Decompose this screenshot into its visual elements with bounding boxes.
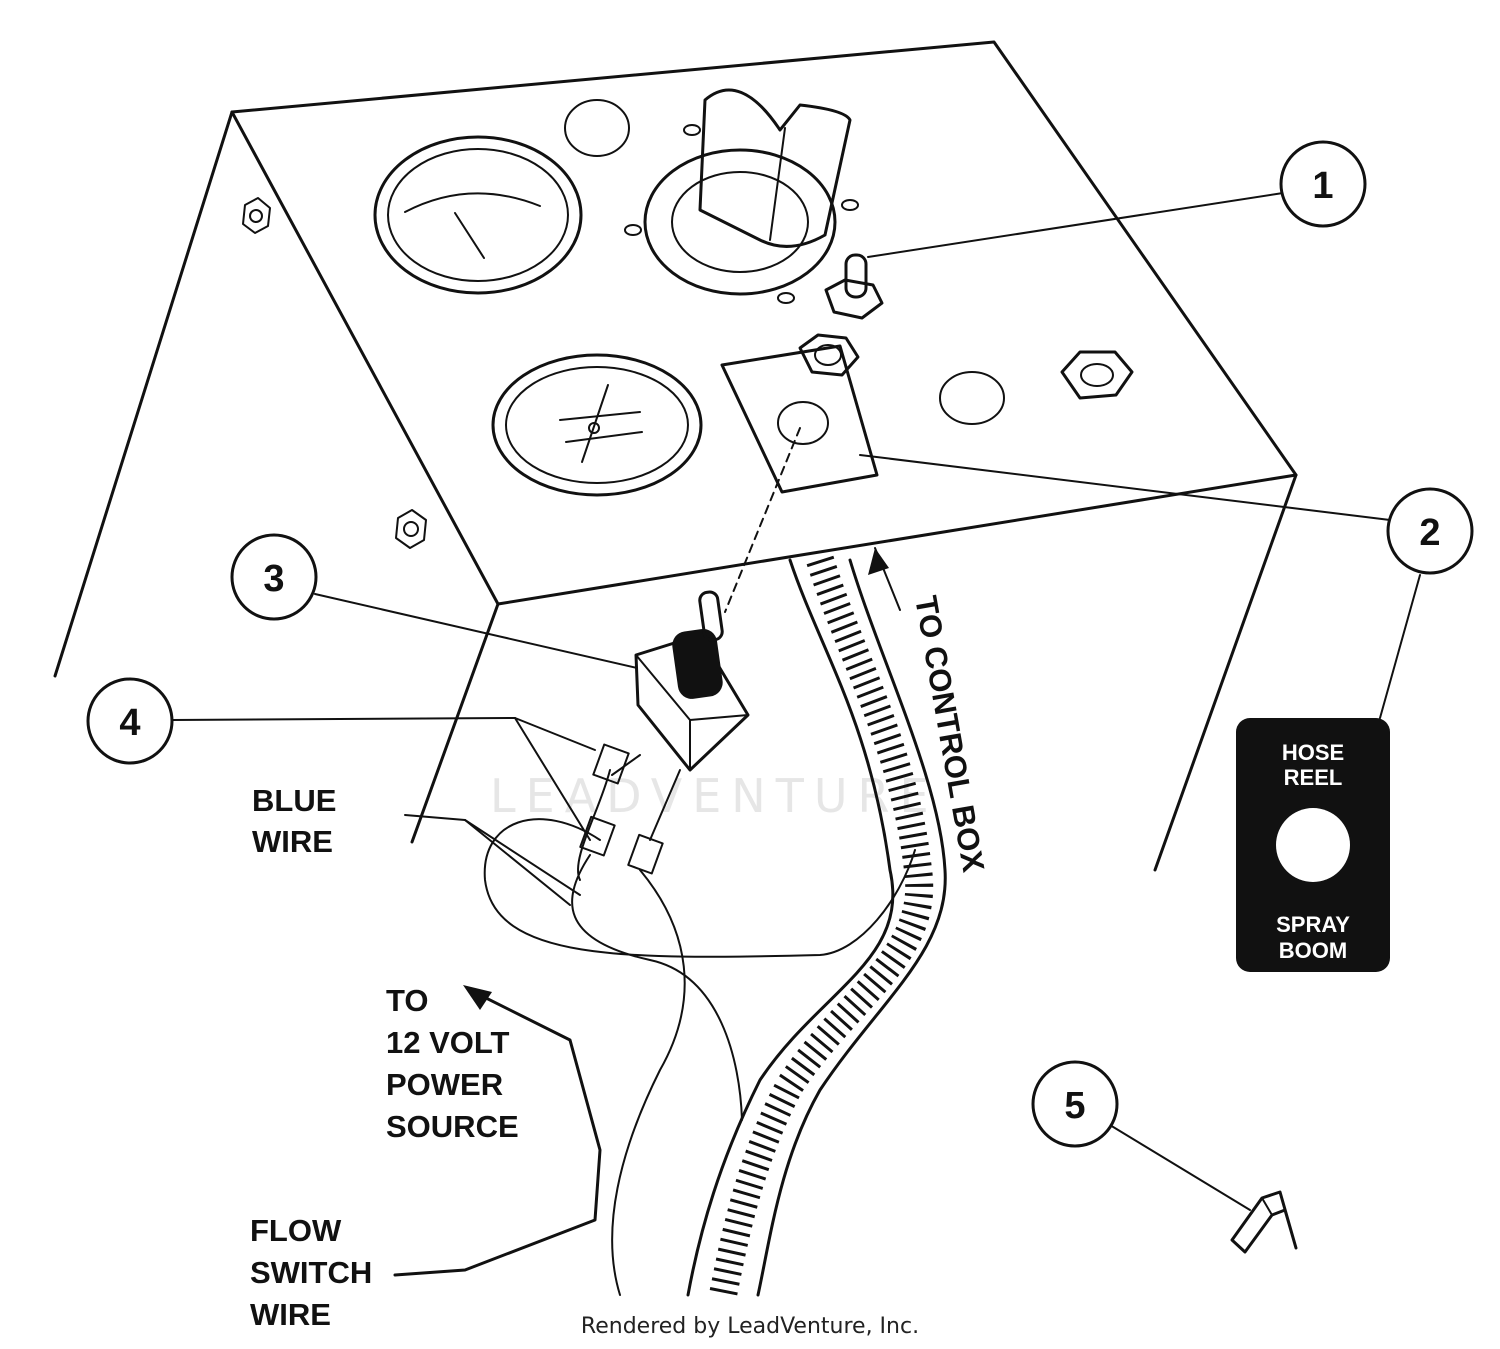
- callout-2: 2: [1386, 487, 1474, 575]
- svg-text:4: 4: [119, 702, 140, 744]
- leaders: [171, 192, 1421, 1277]
- svg-text:SOURCE: SOURCE: [386, 1109, 519, 1144]
- toggle-switch-new: [579, 590, 750, 875]
- decal-outline: [720, 344, 879, 494]
- pressure-gauge: [373, 135, 583, 295]
- credit-text: Rendered by LeadVenture, Inc.: [581, 1314, 919, 1339]
- wire-clip: [1230, 1190, 1298, 1254]
- switch-nut: [798, 333, 860, 377]
- callout-3: 3: [230, 533, 318, 621]
- blue-wire-label: BLUE WIRE: [252, 783, 336, 859]
- svg-text:BLUE: BLUE: [252, 783, 336, 818]
- svg-text:1: 1: [1312, 165, 1333, 207]
- arrow-head: [868, 548, 889, 575]
- svg-text:12 VOLT: 12 VOLT: [386, 1025, 510, 1060]
- switch-hole: [777, 401, 829, 445]
- svg-text:REEL: REEL: [1284, 765, 1343, 790]
- svg-text:5: 5: [1064, 1085, 1085, 1127]
- bolt: [242, 197, 271, 234]
- callout-1: 1: [1279, 140, 1367, 228]
- screw: [841, 199, 859, 211]
- toggle-switch-existing: [824, 253, 884, 320]
- screw: [683, 124, 701, 136]
- svg-text:BOOM: BOOM: [1279, 938, 1347, 963]
- flow-switch-wire-label: FLOW SWITCH WIRE: [250, 1213, 372, 1332]
- to-control-box-label: TO CONTROL BOX: [908, 593, 991, 875]
- bolt: [395, 509, 427, 549]
- hose-reel-decal: HOSE REEL SPRAY BOOM: [1236, 718, 1390, 972]
- svg-text:2: 2: [1419, 512, 1440, 554]
- bolt: [1060, 350, 1134, 400]
- svg-text:TO: TO: [386, 983, 429, 1018]
- decal-hole: [1276, 808, 1350, 882]
- screw: [777, 292, 795, 304]
- svg-text:SWITCH: SWITCH: [250, 1255, 372, 1290]
- svg-text:3: 3: [263, 558, 284, 600]
- callout-4: 4: [86, 677, 174, 765]
- svg-text:FLOW: FLOW: [250, 1213, 342, 1248]
- wires: [483, 769, 916, 1296]
- svg-text:WIRE: WIRE: [250, 1297, 331, 1332]
- control-valve: [643, 88, 852, 296]
- assembly-line: [724, 427, 801, 613]
- screw: [624, 224, 642, 236]
- panel-hole: [939, 371, 1005, 425]
- power-source-label: TO 12 VOLT POWER SOURCE: [386, 983, 519, 1144]
- flow-gauge: [491, 353, 703, 497]
- svg-text:HOSE: HOSE: [1282, 740, 1344, 765]
- callout-5: 5: [1031, 1060, 1119, 1148]
- svg-text:WIRE: WIRE: [252, 824, 333, 859]
- panel-hole: [564, 99, 630, 157]
- conduit: [686, 555, 947, 1298]
- control-panel: [53, 40, 1298, 872]
- svg-text:POWER: POWER: [386, 1067, 503, 1102]
- svg-text:SPRAY: SPRAY: [1276, 912, 1350, 937]
